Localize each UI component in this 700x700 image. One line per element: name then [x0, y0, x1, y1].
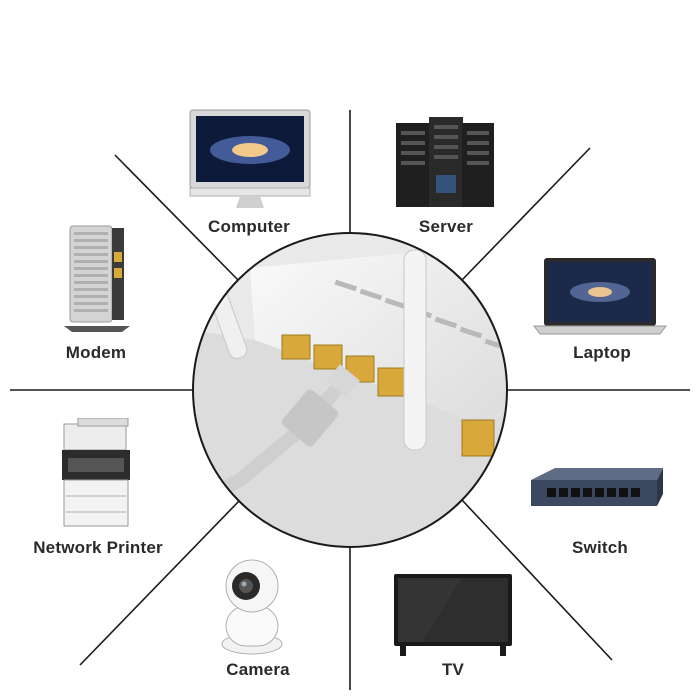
- line-top-right: [461, 147, 591, 281]
- server-icon: [396, 117, 494, 207]
- computer-icon: [189, 109, 311, 208]
- device-label: Laptop: [573, 343, 631, 362]
- camera-icon: [221, 559, 283, 655]
- device-label: Camera: [226, 660, 290, 679]
- device-label: TV: [441, 660, 465, 679]
- laptop-icon: [533, 258, 667, 335]
- device-label: Server: [418, 217, 474, 236]
- line-top-left: [114, 154, 241, 283]
- hub-circle: [192, 232, 508, 548]
- printer-icon: [62, 418, 130, 527]
- device-label: Computer: [208, 217, 290, 236]
- line-bottom-left: [79, 499, 241, 666]
- line-bottom-right: [461, 499, 613, 661]
- modem-icon: [64, 225, 130, 332]
- tv-icon: [394, 574, 512, 656]
- device-label: Network Printer: [33, 538, 163, 557]
- device-label: Modem: [65, 343, 127, 362]
- router-icon: [193, 233, 507, 547]
- switch-icon: [531, 468, 663, 506]
- device-label: Switch: [572, 538, 628, 557]
